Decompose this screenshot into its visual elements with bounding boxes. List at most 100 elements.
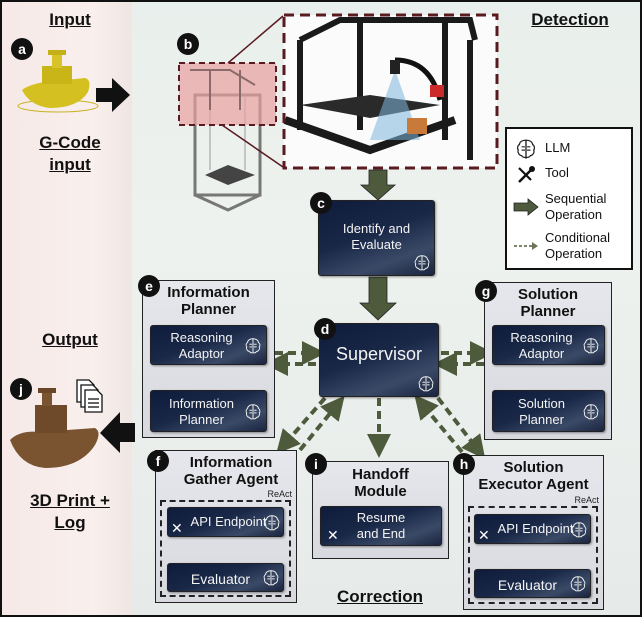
arrow-executor-to-supervisor xyxy=(414,394,464,454)
info-gather-title-line2: Gather Agent xyxy=(183,471,279,488)
handoff-title: Handoff Module xyxy=(313,466,448,500)
arrow-supervisor-to-executor xyxy=(436,396,486,460)
supervisor-node[interactable]: Supervisor xyxy=(319,323,439,397)
input-caption-line1: G-Code xyxy=(39,133,101,152)
info-reasoning-adaptor-line2: Adaptor xyxy=(178,346,225,361)
legend-conditional-label: Conditional Operation xyxy=(545,230,610,262)
detection-title: Detection xyxy=(531,10,609,29)
printer-thumbnail xyxy=(178,15,284,212)
dashed-arrow-icon xyxy=(514,242,538,250)
arrow-supervisor-to-info-gather xyxy=(276,396,327,455)
badge-c: c xyxy=(310,192,332,214)
input-arrow xyxy=(96,78,130,112)
solution-planner-title-line1: Solution xyxy=(518,286,578,303)
sol-reasoning-adaptor-line1: Reasoning xyxy=(510,330,573,345)
executor-title: Solution Executor Agent xyxy=(464,459,603,493)
badge-h: h xyxy=(453,453,475,475)
llm-brain-icon xyxy=(570,521,588,539)
react-tag: ReAct xyxy=(574,495,599,505)
legend-conditional-line2: Operation xyxy=(545,246,603,261)
llm-brain-icon xyxy=(244,403,262,421)
info-reasoning-adaptor-line1: Reasoning xyxy=(170,330,233,345)
identify-evaluate-line2: Evaluate xyxy=(351,237,402,252)
llm-brain-icon xyxy=(262,569,280,587)
output-arrow xyxy=(100,412,135,453)
correction-title: Correction xyxy=(337,587,423,606)
badge-i: i xyxy=(305,453,327,475)
supervisor-label: Supervisor xyxy=(335,344,423,364)
input-caption: G-Code input xyxy=(15,132,125,176)
info-planner-step-line2: Planner xyxy=(179,412,224,427)
zoom-highlight-region xyxy=(178,62,277,126)
react-loop-boundary xyxy=(160,500,291,597)
identify-evaluate-node[interactable]: Identify and Evaluate xyxy=(318,200,435,276)
executor-title-line2: Executor Agent xyxy=(478,476,589,493)
info-gather-title-line1: Information xyxy=(189,454,273,471)
badge-f: f xyxy=(147,450,169,472)
legend-sequential-line1: Sequential xyxy=(545,191,607,206)
exec-evaluator[interactable]: Evaluator xyxy=(474,569,591,598)
legend: LLM Tool Sequential Operation Conditiona… xyxy=(505,127,633,270)
solution-planner-group: Solution Planner Reasoning Adaptor Solut… xyxy=(484,282,612,440)
info-planner-step[interactable]: Information Planner xyxy=(150,390,267,432)
information-planner-group: Information Planner Reasoning Adaptor In… xyxy=(142,280,275,438)
info-api-endpoint[interactable]: API Endpoint ✕ xyxy=(167,507,284,537)
tool-icon: ✕ xyxy=(171,520,183,536)
info-planner-step-line1: Information xyxy=(168,396,235,411)
printer-photo xyxy=(282,13,499,170)
tool-icon xyxy=(518,166,535,183)
identify-evaluate-line1: Identify and xyxy=(342,221,411,236)
print-head xyxy=(430,85,444,97)
legend-llm-label: LLM xyxy=(545,140,571,155)
badge-d: d xyxy=(314,318,336,340)
benchy-input-model xyxy=(17,50,99,113)
llm-brain-icon xyxy=(582,403,600,421)
llm-brain-icon xyxy=(569,575,587,593)
llm-brain-icon xyxy=(417,375,435,393)
llm-brain-icon xyxy=(244,337,262,355)
log-documents-icon xyxy=(76,379,103,413)
sol-reasoning-adaptor[interactable]: Reasoning Adaptor xyxy=(492,325,605,365)
output-caption-line2: Log xyxy=(54,513,86,532)
handoff-title-line2: Module xyxy=(354,483,407,500)
info-evaluator[interactable]: Evaluator xyxy=(167,563,284,592)
solution-planner-title: Solution Planner xyxy=(485,286,611,320)
badge-j: j xyxy=(10,378,32,400)
resume-and-end-step[interactable]: Resume and End ✕ xyxy=(320,506,442,546)
llm-brain-icon xyxy=(413,254,431,272)
information-planner-title-line1: Information xyxy=(167,284,250,301)
resume-and-end-line2: and End xyxy=(356,526,406,541)
tool-icon: ✕ xyxy=(327,527,339,543)
badge-b: b xyxy=(177,33,199,55)
solid-arrow-icon xyxy=(513,198,539,216)
legend-sequential-line2: Operation xyxy=(545,207,603,222)
llm-brain-icon xyxy=(263,514,281,532)
sol-reasoning-adaptor-line2: Adaptor xyxy=(518,346,565,361)
camera xyxy=(390,60,400,74)
exec-evaluator-label: Evaluator xyxy=(497,577,558,593)
legend-tool-label: Tool xyxy=(545,165,569,180)
info-gather-title: Information Gather Agent xyxy=(156,454,296,488)
badge-e: e xyxy=(138,275,160,297)
benchy-output-model xyxy=(10,388,99,468)
input-title: Input xyxy=(49,10,91,29)
badge-g: g xyxy=(475,280,497,302)
info-reasoning-adaptor[interactable]: Reasoning Adaptor xyxy=(150,325,267,365)
badge-a: a xyxy=(11,38,33,60)
handoff-title-line1: Handoff xyxy=(352,466,409,483)
sol-planner-step-line1: Solution xyxy=(518,396,565,411)
output-title: Output xyxy=(42,330,98,349)
llm-brain-icon xyxy=(516,139,536,159)
exec-api-endpoint-label: API Endpoint xyxy=(497,521,574,536)
output-caption-line1: 3D Print + xyxy=(30,491,110,510)
sol-planner-step[interactable]: Solution Planner xyxy=(492,390,605,432)
resume-and-end-line1: Resume xyxy=(356,510,406,525)
information-planner-title: Information Planner xyxy=(143,284,274,318)
arrow-detection-to-evaluate xyxy=(359,169,397,201)
react-loop-boundary xyxy=(468,506,598,604)
exec-api-endpoint[interactable]: API Endpoint ✕ xyxy=(474,514,591,544)
input-caption-line2: input xyxy=(49,155,91,174)
arrow-evaluate-to-supervisor xyxy=(358,276,398,321)
legend-conditional-line1: Conditional xyxy=(545,230,611,245)
solution-planner-title-line2: Planner xyxy=(520,303,576,320)
